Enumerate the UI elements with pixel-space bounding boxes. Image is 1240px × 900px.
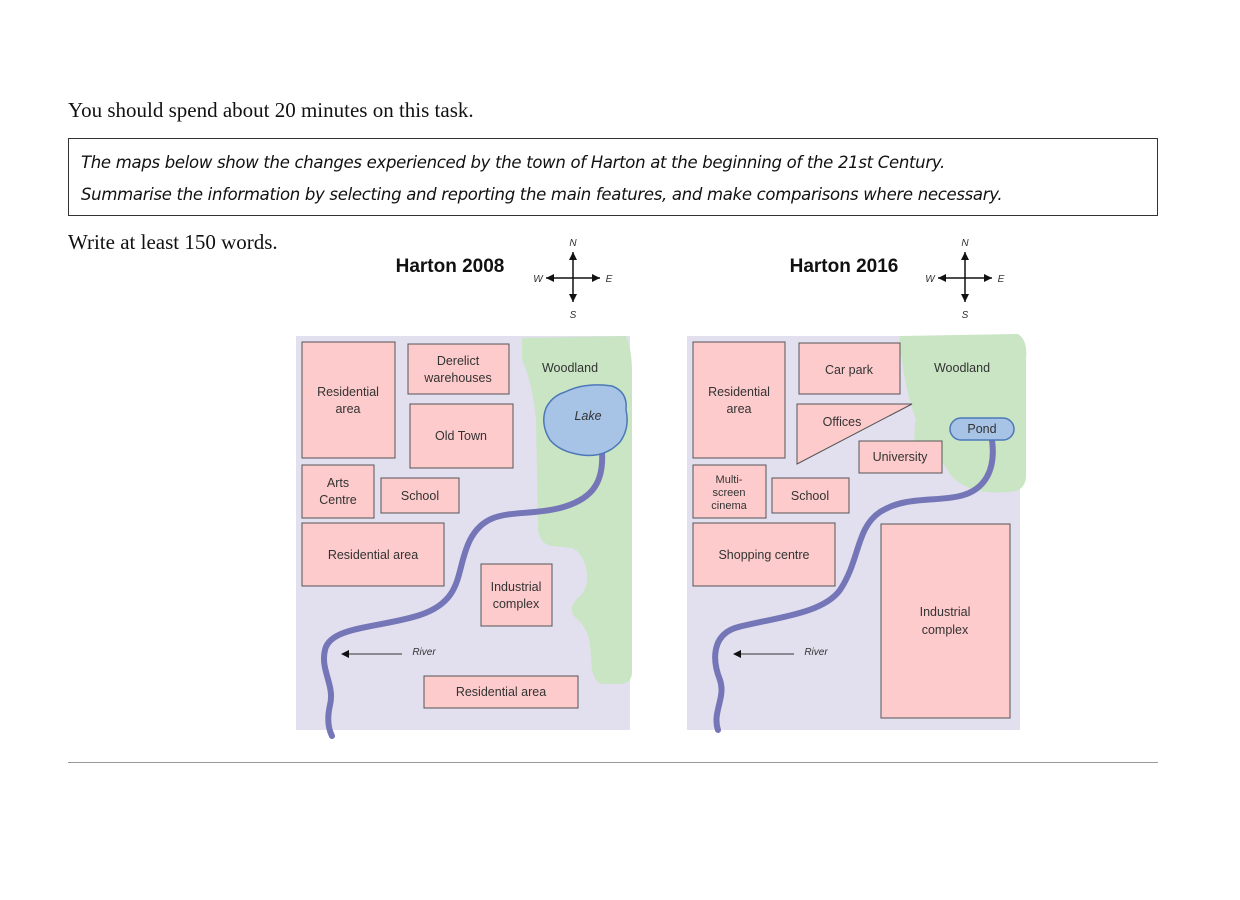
building-shopping-centre: Shopping centre — [692, 522, 836, 587]
pond-water — [949, 417, 1015, 441]
task-prompt-line-2: Summarise the information by selecting a… — [81, 185, 1003, 204]
map-2016: Harton 2016 N S W E Woodland River Pond — [687, 238, 1027, 733]
building-school-2016: School — [771, 477, 850, 514]
river — [712, 437, 996, 733]
university-label: University — [873, 450, 929, 464]
old-town-label: Old Town — [435, 429, 487, 443]
woodland-label: Woodland — [934, 361, 990, 375]
residential-bottom-label: Residential area — [456, 685, 546, 699]
residential-top-label-1: Residential — [317, 385, 379, 399]
compass-north-label: N — [961, 238, 969, 249]
compass-rose-icon: N S W E — [533, 238, 612, 321]
task-prompt-line-1: The maps below show the changes experien… — [81, 153, 945, 172]
building-arts-centre: Arts Centre — [301, 464, 375, 519]
map-2008: Harton 2008 N S W E Woodland River Lake — [296, 238, 632, 739]
school-2008-label: School — [401, 489, 439, 503]
offices-label: Offices — [823, 415, 862, 429]
building-derelict-warehouses: Derelict warehouses — [407, 343, 510, 395]
compass-south-label: S — [962, 310, 969, 321]
pond-label: Pond — [967, 422, 996, 436]
cinema-label-3: cinema — [711, 500, 747, 512]
shopping-centre-label: Shopping centre — [718, 548, 809, 562]
building-multiscreen-cinema: Multi- screen cinema — [692, 464, 767, 519]
building-residential-top-2016: Residential area — [692, 341, 786, 459]
river-label: River — [804, 647, 828, 658]
building-school-2008: School — [380, 477, 460, 514]
building-old-town: Old Town — [409, 403, 514, 469]
woodland-label: Woodland — [542, 361, 598, 375]
residential-mid-label: Residential area — [328, 548, 418, 562]
building-car-park: Car park — [798, 342, 901, 395]
car-park-label: Car park — [825, 363, 874, 377]
river-label: River — [412, 647, 436, 658]
map-title-2008: Harton 2008 — [396, 256, 505, 277]
building-industrial-2016: Industrial complex — [880, 523, 1011, 719]
cinema-label-2: screen — [712, 487, 745, 499]
task-prompt-box: The maps below show the changes experien… — [68, 138, 1158, 216]
building-industrial-2008: Industrial complex — [480, 563, 553, 627]
industrial-2016-label-1: Industrial — [920, 605, 971, 619]
building-residential-bottom-2008: Residential area — [423, 675, 579, 709]
industrial-2008-label-2: complex — [493, 597, 540, 611]
map-title-2016: Harton 2016 — [790, 256, 899, 277]
compass-south-label: S — [570, 310, 577, 321]
lake-water — [543, 384, 628, 457]
compass-west-label: W — [533, 274, 544, 285]
residential-top-label-2: area — [335, 402, 360, 416]
arts-label-2: Centre — [319, 493, 357, 507]
word-count-instruction: Write at least 150 words. — [68, 230, 278, 254]
derelict-label-1: Derelict — [437, 354, 480, 368]
compass-east-label: E — [998, 274, 1005, 285]
compass-east-label: E — [606, 274, 613, 285]
building-residential-mid-2008: Residential area — [301, 522, 445, 587]
lake-label: Lake — [574, 409, 601, 423]
school-2016-label: School — [791, 489, 829, 503]
residential-top-2016-label-2: area — [726, 402, 751, 416]
river — [320, 449, 606, 739]
compass-rose-icon: N S W E — [925, 238, 1004, 321]
industrial-2016-label-2: complex — [922, 623, 969, 637]
compass-west-label: W — [925, 274, 936, 285]
building-university: University — [858, 440, 943, 474]
cinema-label-1: Multi- — [716, 474, 743, 486]
industrial-2008-label-1: Industrial — [491, 580, 542, 594]
residential-top-2016-label-1: Residential — [708, 385, 770, 399]
arts-label-1: Arts — [327, 476, 349, 490]
building-offices: Offices — [796, 403, 913, 465]
bottom-divider — [68, 762, 1158, 763]
time-instruction: You should spend about 20 minutes on thi… — [68, 98, 474, 122]
derelict-label-2: warehouses — [423, 371, 491, 385]
building-residential-top-2008: Residential area — [301, 341, 396, 459]
compass-north-label: N — [569, 238, 577, 249]
